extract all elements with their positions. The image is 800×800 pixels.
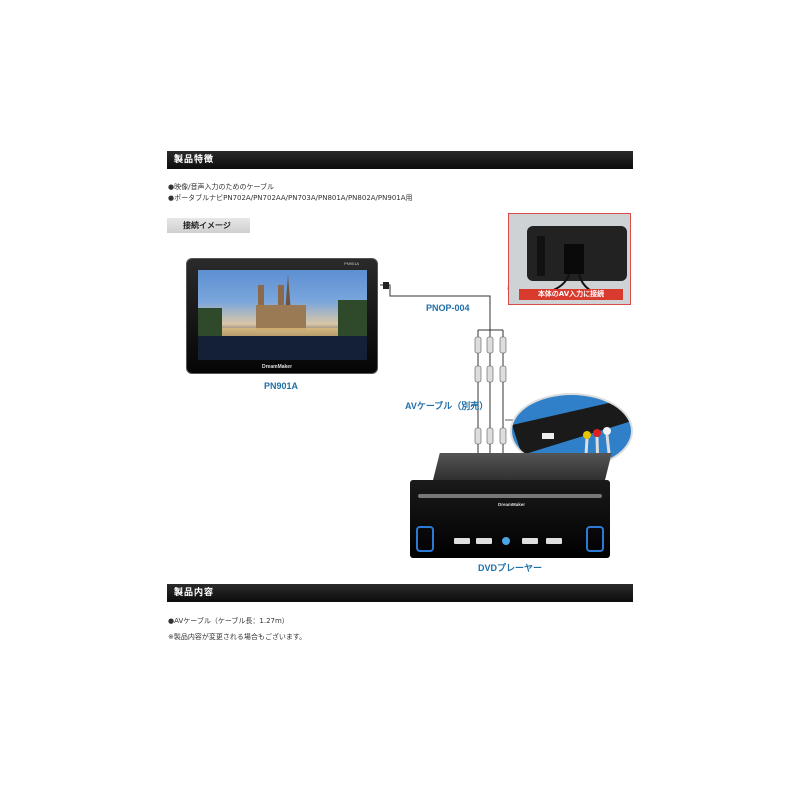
dvd-player: DreamMaker xyxy=(410,480,610,558)
dvd-button xyxy=(476,538,492,544)
features-header-bar: 製品特徴 xyxy=(167,151,633,169)
features-title: 製品特徴 xyxy=(174,155,215,165)
dvd-caption: DVDプレーヤー xyxy=(478,563,543,573)
cathedral-image xyxy=(198,275,367,360)
contents-note: ※製品内容が変更される場合もございます。 xyxy=(168,633,307,641)
plug-icon xyxy=(383,282,389,289)
av-cable-label: AVケーブル（別売） xyxy=(405,401,489,411)
dvd-brand-logo: DreamMaker xyxy=(498,502,526,507)
right-led-frame xyxy=(586,526,604,552)
contents-title: 製品内容 xyxy=(174,588,215,598)
dvd-top-panel xyxy=(432,453,612,483)
av-input-label: 本体のAV入力に接続 xyxy=(519,289,623,300)
dvd-button xyxy=(522,538,538,544)
tablet-screen-image xyxy=(198,270,367,360)
contents-item: ●AVケーブル（ケーブル長：1.27m） xyxy=(168,617,289,625)
left-led-frame xyxy=(416,526,434,552)
feature-item: ●映像/音声入力のためのケーブル xyxy=(168,183,275,191)
tablet-pn901a: PN901A DreamMaker xyxy=(186,258,378,374)
connection-tag-label: 接続イメージ xyxy=(183,221,231,230)
av-input-photo: 本体のAV入力に接続 xyxy=(508,213,631,305)
connection-image-tag: 接続イメージ xyxy=(167,218,250,233)
contents-header-bar: 製品内容 xyxy=(167,584,633,602)
tablet-brand-logo: DreamMaker xyxy=(262,364,293,370)
power-button xyxy=(502,537,510,545)
feature-item: ●ポータブルナビPN702A/PN702AA/PN703A/PN801A/PN8… xyxy=(168,194,413,202)
cable-label: PNOP-004 xyxy=(426,303,470,313)
dvd-button xyxy=(546,538,562,544)
dvd-button xyxy=(454,538,470,544)
tablet-caption: PN901A xyxy=(264,381,299,391)
disc-slot xyxy=(418,494,602,498)
tablet-model-label: PN901A xyxy=(344,261,359,266)
